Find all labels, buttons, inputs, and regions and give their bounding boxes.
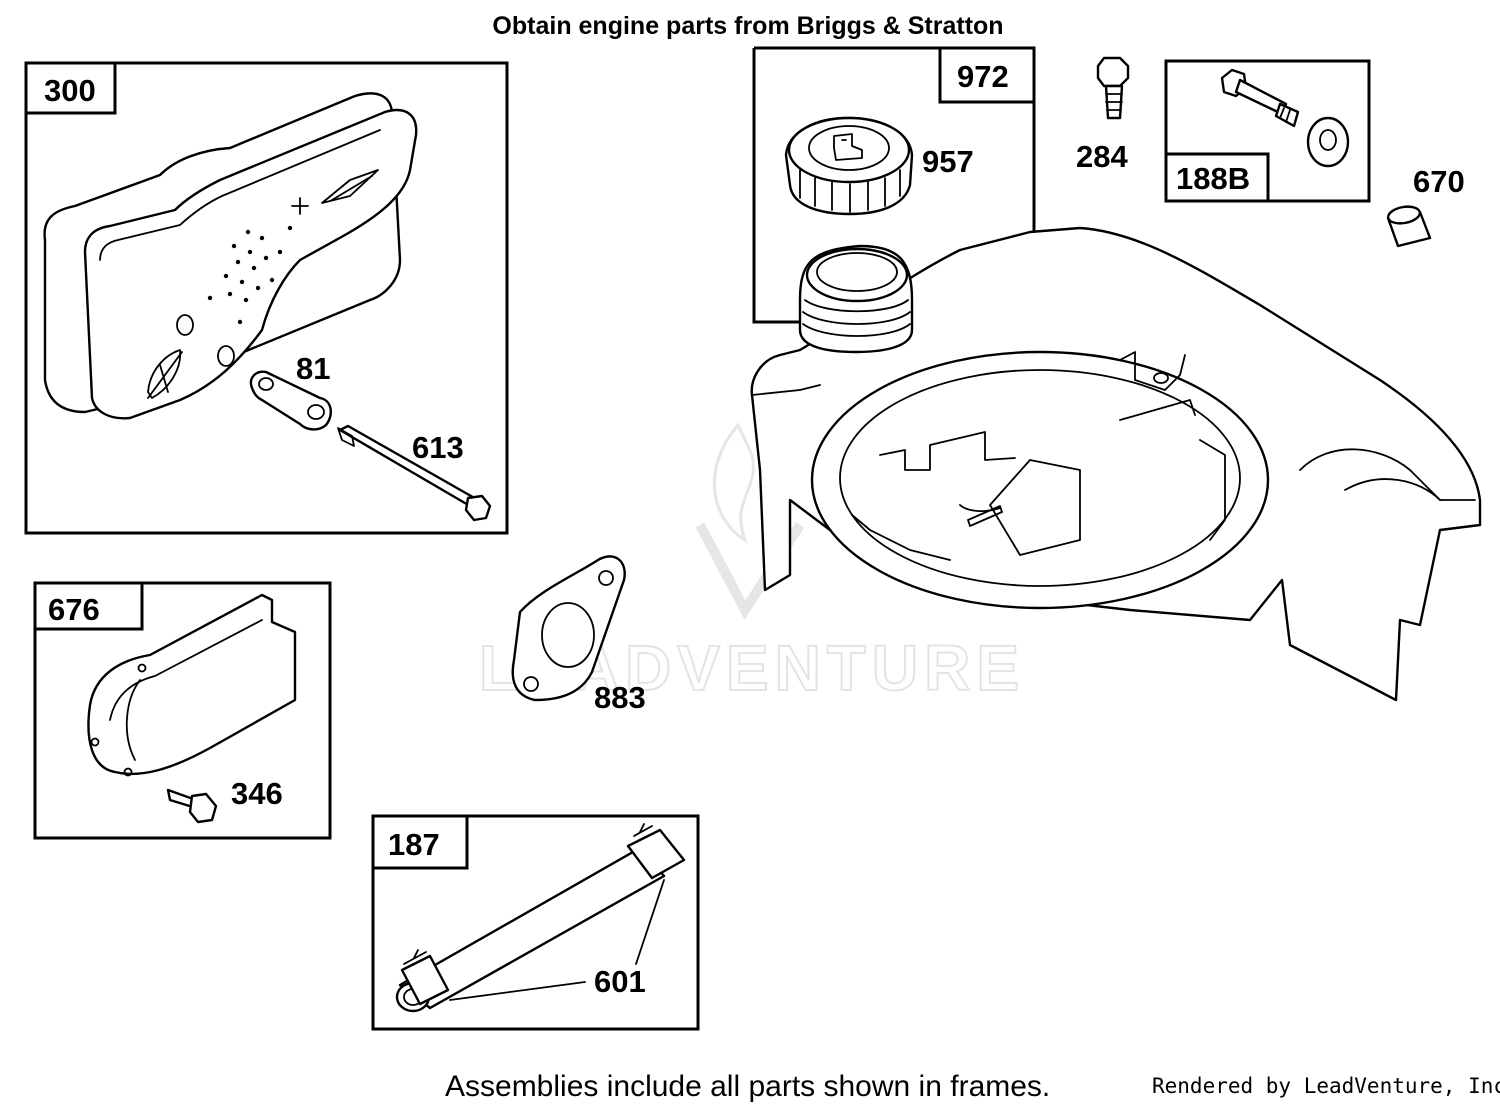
footer-note: Assemblies include all parts shown in fr… [445, 1070, 1050, 1103]
callout-613: 613 [412, 430, 464, 465]
muffler-grill-dots [207, 225, 293, 325]
assembly-label-300: 300 [44, 73, 96, 108]
screw-284-part[interactable] [1096, 56, 1130, 120]
assembly-label-676: 676 [48, 592, 100, 627]
screw-613-part[interactable] [337, 424, 492, 522]
muffler-guard-drawing[interactable] [87, 593, 297, 777]
callout-883: 883 [594, 680, 646, 715]
assembly-label-188b: 188B [1176, 161, 1250, 196]
page-title: Obtain engine parts from Briggs & Stratt… [492, 12, 1003, 40]
callout-81: 81 [296, 351, 330, 386]
fuel-cap-part[interactable] [784, 116, 914, 216]
callout-601: 601 [594, 964, 646, 999]
spacer-part[interactable] [1386, 204, 1432, 248]
screw-346-part[interactable] [166, 788, 218, 824]
assembly-frame-300[interactable]: 300 [24, 61, 509, 535]
callout-346: 346 [231, 776, 283, 811]
muffler-drawing[interactable] [43, 92, 418, 420]
assembly-label-187: 187 [388, 827, 440, 862]
shoulder-screw-part[interactable] [1220, 68, 1300, 128]
gasket-part[interactable] [511, 555, 626, 702]
callout-957: 957 [922, 144, 974, 179]
washer-part[interactable] [1306, 116, 1350, 168]
deflector-part[interactable] [249, 370, 332, 431]
assembly-frame-187[interactable]: 187 [371, 814, 700, 1031]
assembly-frame-188b[interactable]: 188B [1164, 59, 1371, 203]
assembly-frame-972[interactable]: 972 [752, 46, 1036, 324]
fuel-tank-housing-drawing[interactable] [750, 226, 1482, 702]
rendered-by-credit: Rendered by LeadVenture, Inc. [1152, 1074, 1500, 1098]
callout-670: 670 [1413, 164, 1465, 199]
assembly-frame-676[interactable]: 676 [33, 581, 332, 840]
callout-284: 284 [1076, 139, 1128, 174]
assembly-label-972: 972 [957, 59, 1009, 94]
fuel-line-drawing[interactable] [395, 823, 686, 1013]
